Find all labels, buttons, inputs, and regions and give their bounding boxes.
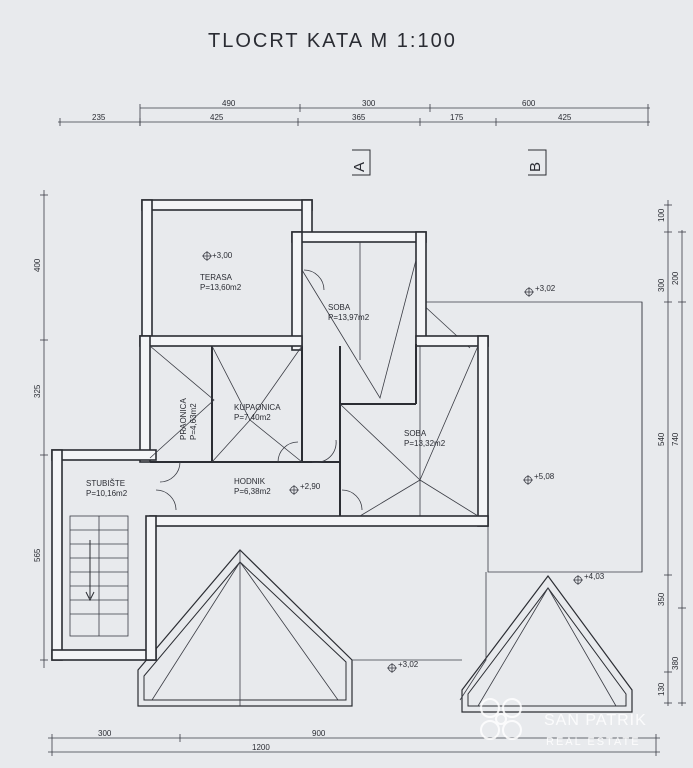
dim-right-100: 100 (657, 208, 666, 222)
dim-right-380: 380 (671, 656, 680, 670)
room-kupaonica: KUPAONICA P=7,40m2 (234, 403, 281, 422)
dim-top-235: 235 (92, 113, 106, 122)
room-area: P=13,32m2 (404, 439, 446, 448)
dim-right-200: 200 (671, 271, 680, 285)
dim-left-325: 325 (33, 384, 42, 398)
section-marker-a: A (351, 149, 371, 176)
level-marker: +3,02 (524, 284, 556, 297)
watermark-name: SAN PATRIK (544, 712, 647, 729)
level-marker: +3,02 (387, 660, 419, 673)
room-terasa: TERASA P=13,60m2 (200, 273, 242, 292)
room-hodnik: HODNIK P=6,38m2 (234, 477, 271, 496)
dim-top-425b: 425 (558, 113, 572, 122)
hip-lines (149, 242, 479, 517)
svg-text:+3,02: +3,02 (398, 660, 419, 669)
room-area: P=13,97m2 (328, 313, 370, 322)
plan-title: TLOCRT KATA M 1:100 (208, 30, 457, 52)
svg-text:+3,02: +3,02 (535, 284, 556, 293)
svg-text:+5,08: +5,08 (534, 472, 555, 481)
svg-text:+4,03: +4,03 (584, 572, 605, 581)
door-swings (155, 269, 363, 511)
staircase (69, 515, 129, 637)
dim-top-365: 365 (352, 113, 366, 122)
svg-text:B: B (527, 162, 544, 172)
room-soba-north: SOBA P=13,97m2 (328, 303, 370, 322)
room-area: P=13,60m2 (200, 283, 242, 292)
room-name: KUPAONICA (234, 403, 281, 412)
left-dimensions: 400 325 565 (33, 190, 48, 668)
room-praonica: PRAONICA P=4,63m2 (179, 398, 198, 440)
section-marker-b: B (527, 149, 547, 176)
svg-text:A: A (351, 162, 368, 172)
svg-text:+2,90: +2,90 (300, 482, 321, 491)
room-name: STUBIŠTE (86, 479, 125, 488)
dim-bottom-1200: 1200 (252, 743, 270, 752)
building-walls (51, 231, 489, 661)
dim-left-565: 565 (33, 548, 42, 562)
dim-top-425: 425 (210, 113, 224, 122)
room-area: P=4,63m2 (189, 403, 198, 440)
dim-top-300: 300 (362, 99, 376, 108)
dim-right-350: 350 (657, 592, 666, 606)
lower-roof (137, 549, 633, 713)
level-marker: +5,08 (523, 472, 555, 485)
dim-bottom-900: 900 (312, 729, 326, 738)
level-marker: +2,90 (289, 482, 321, 495)
room-name: PRAONICA (179, 398, 188, 440)
svg-text:+3,00: +3,00 (212, 251, 233, 260)
dim-top-175: 175 (450, 113, 464, 122)
level-marker: +3,00 (202, 251, 233, 261)
room-area: P=7,40m2 (234, 413, 271, 422)
room-name: SOBA (328, 303, 351, 312)
room-name: SOBA (404, 429, 427, 438)
room-soba-east: SOBA P=13,32m2 (404, 429, 446, 448)
right-dimensions: 100 300 540 350 130 200 740 380 (657, 200, 686, 706)
dim-right-130: 130 (657, 682, 666, 696)
watermark-emblem-icon (480, 698, 522, 740)
dim-top-600: 600 (522, 99, 536, 108)
room-stubiste: STUBIŠTE P=10,16m2 (86, 479, 128, 498)
watermark-logo: SAN PATRIK REAL ESTATE (480, 698, 647, 748)
dim-right-740: 740 (671, 432, 680, 446)
room-area: P=10,16m2 (86, 489, 128, 498)
dim-left-400: 400 (33, 258, 42, 272)
watermark-tagline: REAL ESTATE (546, 736, 641, 748)
room-area: P=6,38m2 (234, 487, 271, 496)
dim-bottom-300: 300 (98, 729, 112, 738)
room-name: HODNIK (234, 477, 266, 486)
dim-top-490: 490 (222, 99, 236, 108)
top-dimensions: 490 300 600 235 425 365 175 425 (58, 99, 650, 126)
bottom-dimensions: 300 900 1200 (48, 729, 660, 756)
level-marker: +4,03 (573, 572, 605, 585)
dim-right-540: 540 (657, 432, 666, 446)
dim-right-300: 300 (657, 278, 666, 292)
room-name: TERASA (200, 273, 233, 282)
